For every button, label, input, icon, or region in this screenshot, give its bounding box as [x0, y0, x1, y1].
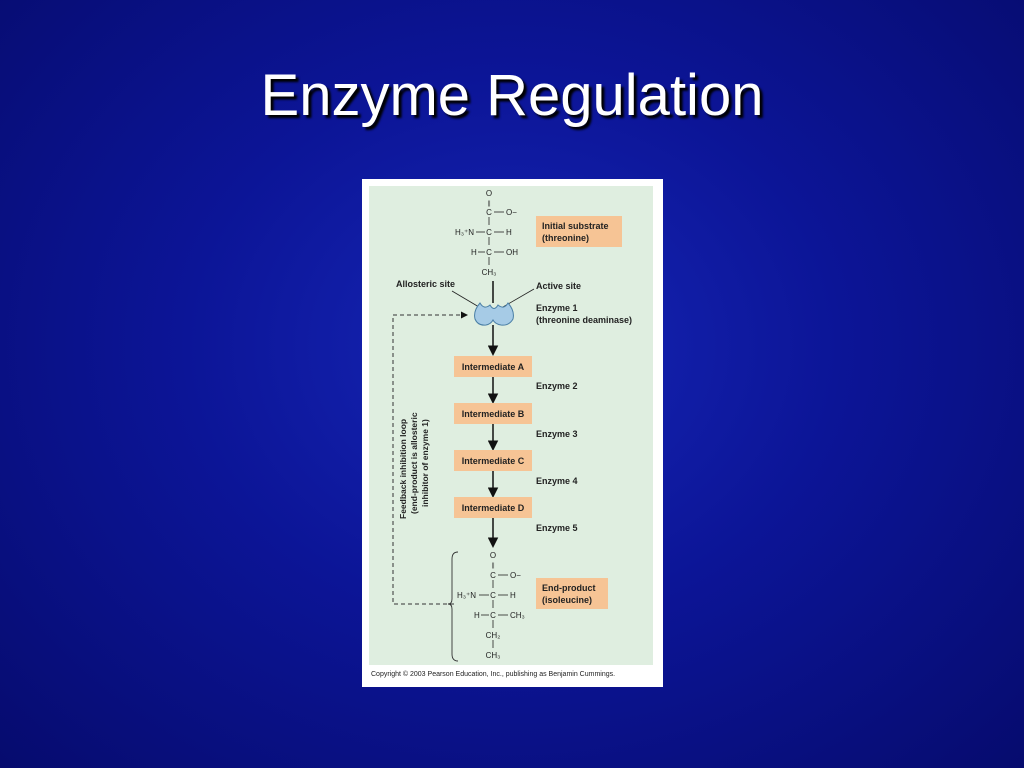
end-struct-ch3b: CH₃	[486, 651, 501, 660]
feedback-label-3: inhibitor of enzyme 1)	[420, 419, 430, 507]
intermediate-d-label: Intermediate D	[462, 503, 525, 513]
struct-h3n: H₃⁺N	[455, 228, 474, 237]
copyright-text: Copyright © 2003 Pearson Education, Inc.…	[371, 671, 616, 678]
intermediate-a-box	[454, 356, 532, 377]
initial-substrate-structure: O || C O− H₃⁺N C H H C OH CH₃	[455, 189, 518, 277]
end-struct-c2: C	[490, 591, 496, 600]
enzyme-5-label: Enzyme 5	[536, 523, 578, 533]
initial-substrate-label-1: Initial substrate	[542, 221, 609, 231]
intermediate-c-label: Intermediate C	[462, 456, 525, 466]
enzyme-1-label-1: Enzyme 1	[536, 303, 578, 313]
end-struct-double-bond: ||	[491, 563, 495, 569]
end-struct-o: O	[490, 551, 496, 560]
feedback-label-1: Feedback inhibition loop	[398, 419, 408, 519]
end-product-label-1: End-product	[542, 583, 596, 593]
end-struct-h2: H	[474, 611, 480, 620]
end-product-bracket	[447, 551, 459, 662]
enzyme-1-label-2: (threonine deaminase)	[536, 315, 632, 325]
feedback-inhibition-loop	[392, 311, 468, 605]
enzyme-1-shape	[474, 302, 514, 326]
intermediate-c-box	[454, 450, 532, 471]
intermediate-b-label: Intermediate B	[462, 409, 525, 419]
struct-c2: C	[486, 228, 492, 237]
struct-double-bond: ||	[487, 201, 491, 207]
end-struct-c: C	[490, 571, 496, 580]
intermediate-a-label: Intermediate A	[462, 362, 525, 372]
enzyme-2-label: Enzyme 2	[536, 381, 578, 391]
struct-h2: H	[471, 248, 477, 257]
initial-substrate-label-2: (threonine)	[542, 233, 589, 243]
end-struct-ch2: CH₂	[486, 631, 501, 640]
end-product-structure: O || C O− H₃⁺N C H H C CH₃ CH₂ CH₃	[457, 551, 525, 660]
end-product-box	[536, 578, 608, 609]
struct-c: C	[486, 208, 492, 217]
feedback-label-2: (end-product is allosteric	[409, 412, 419, 514]
end-struct-h3n: H₃⁺N	[457, 591, 476, 600]
end-product-label-2: (isoleucine)	[542, 595, 592, 605]
struct-c3: C	[486, 248, 492, 257]
slide-title: Enzyme Regulation	[260, 63, 764, 128]
intermediate-b-box	[454, 403, 532, 424]
struct-ch3: CH₃	[482, 268, 497, 277]
end-struct-h: H	[510, 591, 516, 600]
feedback-label: Feedback inhibition loop (end-product is…	[398, 412, 430, 519]
struct-h: H	[506, 228, 512, 237]
enzyme-3-label: Enzyme 3	[536, 429, 578, 439]
struct-o-minus: O−	[506, 208, 517, 217]
end-struct-o-minus: O−	[510, 571, 521, 580]
end-struct-ch3: CH₃	[510, 611, 525, 620]
allosteric-site-label: Allosteric site	[396, 279, 455, 289]
struct-oh: OH	[506, 248, 518, 257]
end-struct-c3: C	[490, 611, 496, 620]
struct-o: O	[486, 189, 492, 198]
figure-frame: O || C O− H₃⁺N C H H C OH CH₃ Initial su…	[362, 179, 663, 687]
enzyme-4-label: Enzyme 4	[536, 476, 578, 486]
active-site-label: Active site	[536, 281, 581, 291]
initial-substrate-box	[536, 216, 622, 247]
pathway-diagram: O || C O− H₃⁺N C H H C OH CH₃ Initial su…	[392, 189, 632, 662]
intermediate-d-box	[454, 497, 532, 518]
